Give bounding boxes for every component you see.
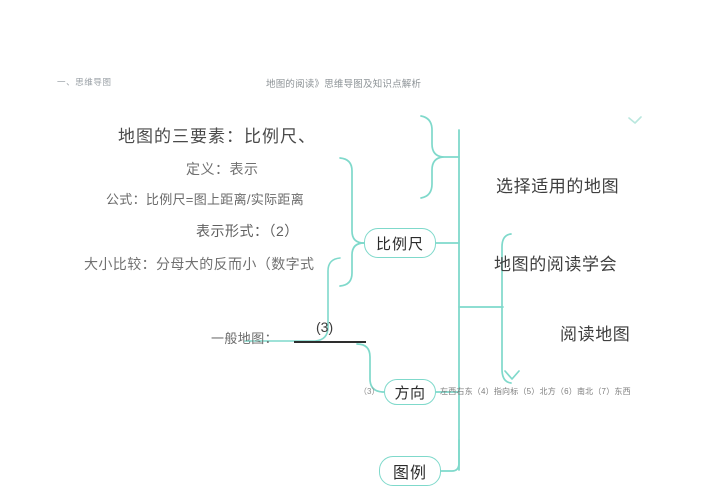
page-title: 地图的阅读》思维导图及知识点解析 — [266, 79, 422, 90]
direction-note-prefix: （3） — [359, 387, 380, 396]
right-line-read-map: 阅读地图 — [560, 325, 631, 344]
right-line-choose-map: 选择适用的地图 — [496, 177, 620, 196]
node-scale[interactable]: 比例尺 — [364, 228, 436, 258]
chevron-down-icon — [628, 116, 642, 124]
node-direction-label: 方向 — [394, 384, 426, 402]
detail-line-comparison: 大小比较：分母大的反而小（数字式 — [84, 256, 315, 272]
detail-line-definition: 定义：表示 — [186, 161, 259, 177]
general-map-value: (3) — [316, 319, 334, 335]
general-map-label: 一般地图： — [211, 331, 279, 346]
node-direction[interactable]: 方向 — [384, 379, 436, 405]
detail-line-three-elements: 地图的三要素：比例尺、 — [118, 127, 316, 146]
right-line-reading-learn: 地图的阅读学会 — [494, 255, 618, 274]
node-legend[interactable]: 图例 — [379, 456, 441, 486]
detail-line-formula: 公式：比例尺=图上距离/实际距离 — [106, 192, 305, 207]
node-legend-label: 图例 — [392, 465, 427, 482]
section-label: 一、思维导图 — [57, 77, 112, 87]
node-scale-label: 比例尺 — [375, 235, 424, 253]
detail-line-forms: 表示形式：（2） — [196, 223, 299, 239]
underline-rule — [294, 341, 366, 343]
direction-note-suffix: 左西右东（4）指向标（5）北方（6）南北（7）东西 — [440, 387, 631, 396]
